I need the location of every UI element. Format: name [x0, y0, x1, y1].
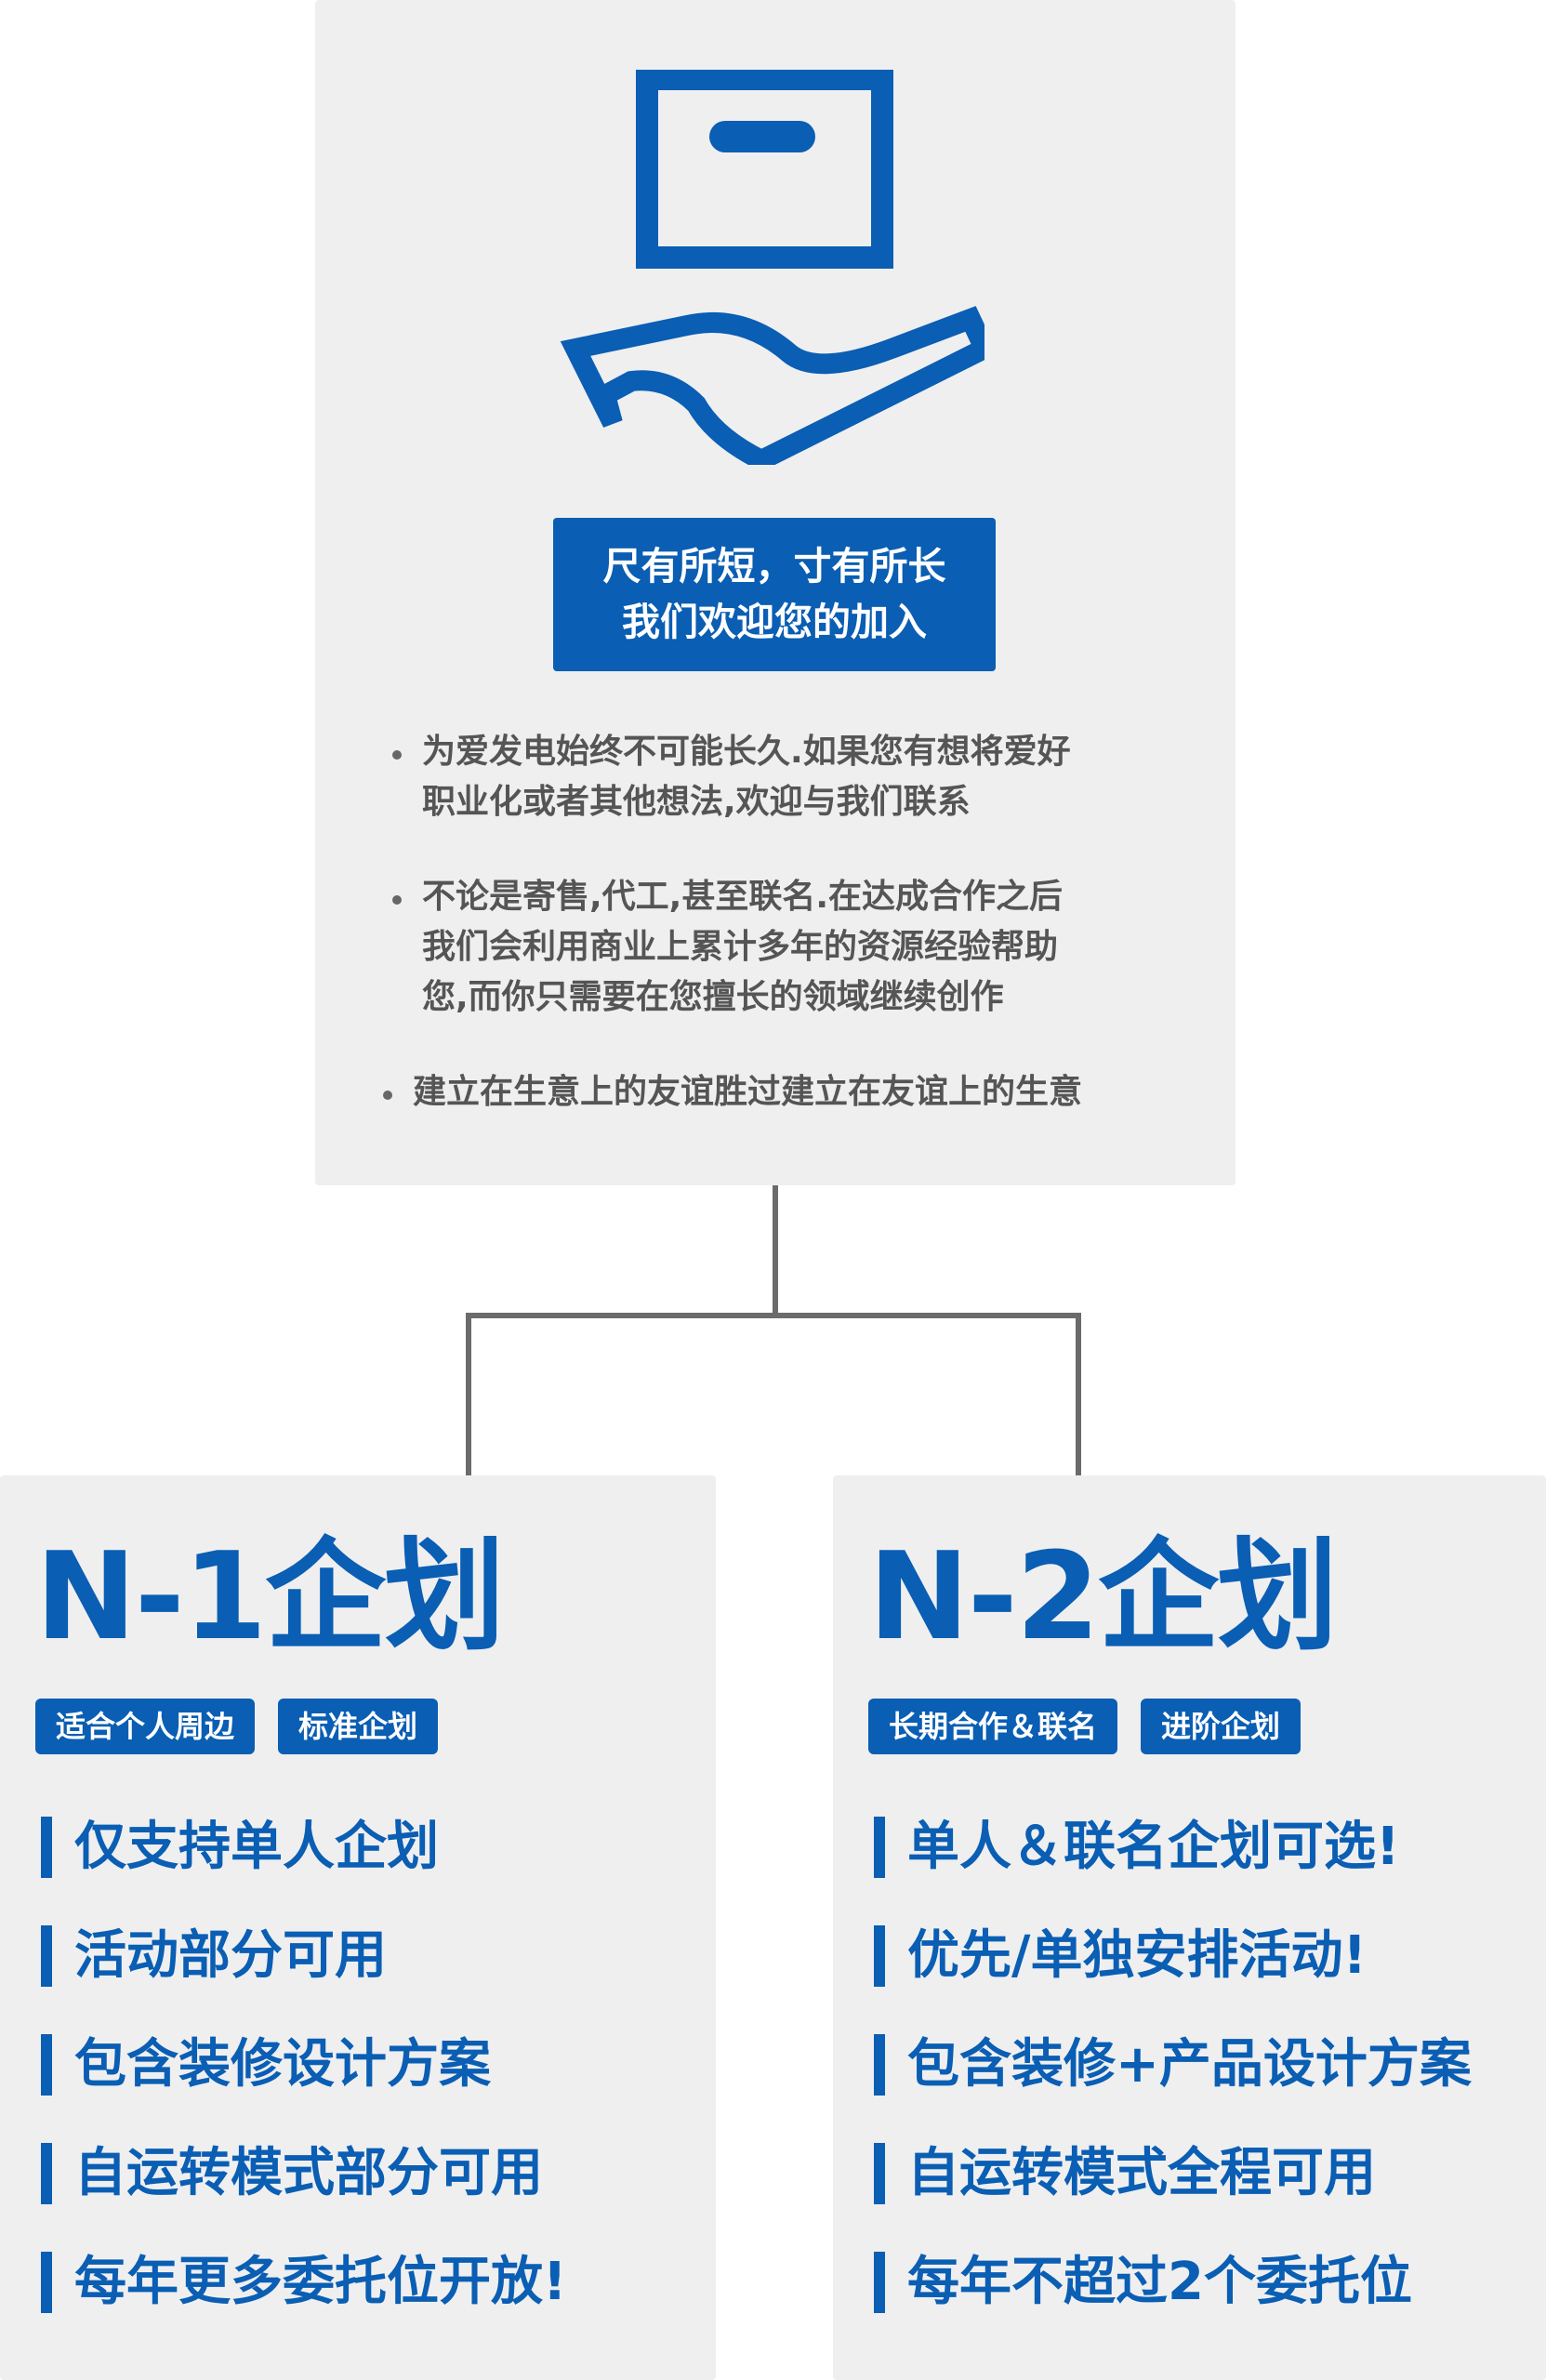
plan-tag: 进阶企划: [1141, 1699, 1302, 1754]
plan-tag: 长期合作＆联名: [868, 1699, 1118, 1754]
feature-bar-icon: [41, 1925, 52, 1987]
slogan-line-2: 我们欢迎您的加入: [622, 600, 927, 644]
feature-text: 活动部分可用: [74, 1925, 387, 1986]
feature-bar-icon: [41, 2252, 52, 2313]
bullet-text-line: 建立在生意上的友谊胜过建立在友谊上的生意: [413, 1073, 1083, 1111]
feature-text: 每年不超过2个委托位: [907, 2252, 1412, 2312]
connector-branch: [466, 1313, 1081, 1475]
plan-tags: 适合个人周边 标准企划: [35, 1699, 439, 1754]
plan-title: N-2企划: [868, 1526, 1338, 1667]
feature-text: 包含装修设计方案: [74, 2034, 491, 2095]
plan-feature: 单人＆联名企划可选!: [874, 1815, 1472, 1924]
feature-text: 自运转模式全程可用: [907, 2143, 1376, 2203]
plan-feature: 优先/单独安排活动!: [874, 1924, 1472, 2032]
plan-feature: 每年不超过2个委托位: [874, 2250, 1472, 2359]
bullet-text-line: 不论是寄售,代工,甚至联名.在达成合作之后: [422, 878, 1064, 916]
intro-bullet-list: 为爱发电始终不可能长久.如果您有想将爱好 职业化或者其他想法,欢迎与我们联系 不…: [366, 727, 1212, 1117]
feature-text: 自运转模式部分可用: [74, 2143, 543, 2203]
plan-tag: 适合个人周边: [35, 1699, 256, 1754]
feature-bar-icon: [41, 1817, 52, 1878]
feature-bar-icon: [41, 2034, 52, 2096]
feature-bar-icon: [874, 1817, 885, 1878]
bullet-text-line: 为爱发电始终不可能长久.如果您有想将爱好: [422, 733, 1071, 771]
feature-bar-icon: [874, 2143, 885, 2204]
plan-tags: 长期合作＆联名 进阶企划: [868, 1699, 1302, 1754]
plan-feature: 每年更多委托位开放!: [41, 2250, 567, 2359]
feature-bar-icon: [41, 2143, 52, 2204]
bullet-text-line: 职业化或者其他想法,欢迎与我们联系: [422, 783, 971, 821]
plan-feature: 仅支持单人企划: [41, 1815, 567, 1924]
plan-feature: 包含装修+产品设计方案: [874, 2032, 1472, 2141]
plan-feature: 自运转模式全程可用: [874, 2141, 1472, 2250]
plan-feature: 自运转模式部分可用: [41, 2141, 567, 2250]
feature-text: 每年更多委托位开放!: [74, 2252, 567, 2312]
feature-bar-icon: [874, 2252, 885, 2313]
feature-text: 单人＆联名企划可选!: [907, 1817, 1400, 1877]
plan-tag: 标准企划: [278, 1699, 439, 1754]
plan-card-n1: N-1企划 适合个人周边 标准企划 仅支持单人企划 活动部分可用 包含装修设计方…: [0, 1475, 716, 2380]
bullet-text-line: 您,而你只需要在您擅长的领域继续创作: [422, 978, 1004, 1016]
intro-bullet: 为爱发电始终不可能长久.如果您有想将爱好 职业化或者其他想法,欢迎与我们联系: [366, 727, 1212, 827]
bullet-dot-icon: [383, 1091, 392, 1100]
feature-text: 仅支持单人企划: [74, 1817, 439, 1877]
slogan-box: 尺有所短，寸有所长 我们欢迎您的加入: [553, 518, 996, 671]
plan-title: N-1企划: [35, 1526, 505, 1667]
feature-bar-icon: [874, 1925, 885, 1987]
intro-card: 尺有所短，寸有所长 我们欢迎您的加入 为爱发电始终不可能长久.如果您有想将爱好 …: [315, 0, 1235, 1185]
plan-feature: 活动部分可用: [41, 1924, 567, 2032]
feature-bar-icon: [874, 2034, 885, 2096]
intro-bullet: 不论是寄售,代工,甚至联名.在达成合作之后 我们会利用商业上累计多年的资源经验帮…: [366, 872, 1212, 1023]
bullet-dot-icon: [392, 750, 402, 760]
plan-feature-list: 单人＆联名企划可选! 优先/单独安排活动! 包含装修+产品设计方案 自运转模式全…: [874, 1815, 1472, 2359]
bullet-text-line: 我们会利用商业上累计多年的资源经验帮助: [422, 928, 1059, 966]
feature-text: 包含装修+产品设计方案: [907, 2034, 1472, 2095]
hand-holding-box-icon: [560, 70, 984, 465]
intro-bullet: 建立在生意上的友谊胜过建立在友谊上的生意: [366, 1067, 1212, 1117]
plan-feature: 包含装修设计方案: [41, 2032, 567, 2141]
bullet-dot-icon: [392, 895, 402, 905]
feature-text: 优先/单独安排活动!: [907, 1925, 1367, 1986]
plan-feature-list: 仅支持单人企划 活动部分可用 包含装修设计方案 自运转模式部分可用 每年更多委托…: [41, 1815, 567, 2359]
slogan-line-1: 尺有所短，寸有所长: [602, 544, 946, 588]
plan-card-n2: N-2企划 长期合作＆联名 进阶企划 单人＆联名企划可选! 优先/单独安排活动!…: [833, 1475, 1546, 2380]
